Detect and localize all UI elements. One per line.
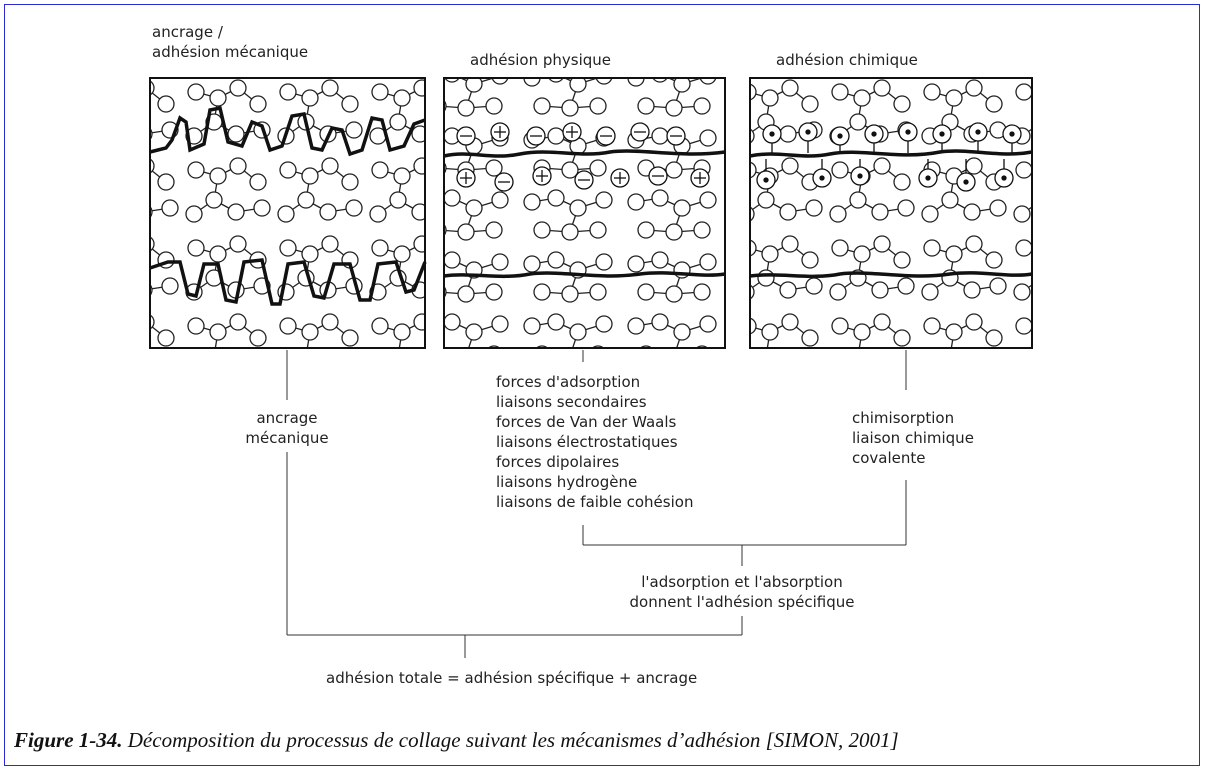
- chemical-label: chimisorption liaison chimique covalente: [852, 408, 974, 468]
- mechanical-label-line: ancrage: [256, 409, 318, 427]
- interface-line-physical-upper: [443, 149, 726, 158]
- panel-mechanical-border: [149, 77, 426, 349]
- specific-label-line: donnent l'adhésion spécifique: [629, 593, 855, 611]
- specific-label-line: l'adsorption et l'absorption: [641, 573, 843, 591]
- mechanical-label-line: mécanique: [245, 429, 329, 447]
- caption-text: Décomposition du processus de collage su…: [122, 728, 899, 752]
- physical-label-line: forces d'adsorption: [496, 373, 641, 391]
- chemical-title: adhésion chimique: [776, 51, 918, 69]
- mechanical-title: ancrage / adhésion mécanique: [152, 22, 308, 62]
- panel-physical: [443, 77, 726, 349]
- panel-mechanical-fill: [150, 78, 425, 348]
- figure-frame: [4, 4, 1200, 766]
- chemical-label-line: covalente: [852, 449, 926, 467]
- panel-physical-border: [443, 77, 726, 349]
- panel-chemical-fill: [750, 78, 1032, 348]
- panel-chemical: [749, 77, 1033, 349]
- interface-line-physical-lower: [443, 271, 726, 279]
- interface-line-chemical-lower: [749, 271, 1033, 279]
- physical-title: adhésion physique: [470, 51, 612, 69]
- chemical-label-line: liaison chimique: [852, 429, 974, 447]
- interface-line-upper: [149, 105, 426, 157]
- caption-figure-number: Figure 1-34.: [14, 728, 123, 752]
- reactive-sites: [756, 122, 1022, 192]
- physical-label-line: liaisons de faible cohésion: [496, 493, 694, 511]
- physical-label-line: forces dipolaires: [496, 453, 620, 471]
- mechanical-label: ancrage mécanique: [232, 408, 342, 448]
- physical-label-line: liaisons secondaires: [496, 393, 647, 411]
- connector-lines: [286, 350, 907, 658]
- specific-adhesion-label: l'adsorption et l'absorption donnent l'a…: [624, 572, 860, 612]
- interface-line-lower: [149, 258, 427, 306]
- physical-label-line: forces de Van der Waals: [496, 413, 677, 431]
- physical-label-line: liaisons hydrogène: [496, 473, 638, 491]
- chemical-label-line: chimisorption: [852, 409, 955, 427]
- charge-row-top: [456, 122, 686, 146]
- panel-physical-fill: [444, 78, 725, 348]
- panel-mechanical: [149, 77, 427, 349]
- interface-line-chemical-upper: [749, 149, 1033, 158]
- panel-chemical-border: [749, 77, 1033, 349]
- charge-row-bottom: [456, 166, 710, 192]
- physical-label: forces d'adsorption liaisons secondaires…: [496, 372, 693, 512]
- figure-caption: Figure 1-34. Décomposition du processus …: [14, 728, 899, 753]
- total-adhesion-label: adhésion totale = adhésion spécifique + …: [326, 669, 698, 687]
- mechanical-title-line2: adhésion mécanique: [152, 43, 309, 61]
- mechanical-title-line1: ancrage /: [152, 23, 223, 41]
- physical-label-line: liaisons électrostatiques: [496, 433, 678, 451]
